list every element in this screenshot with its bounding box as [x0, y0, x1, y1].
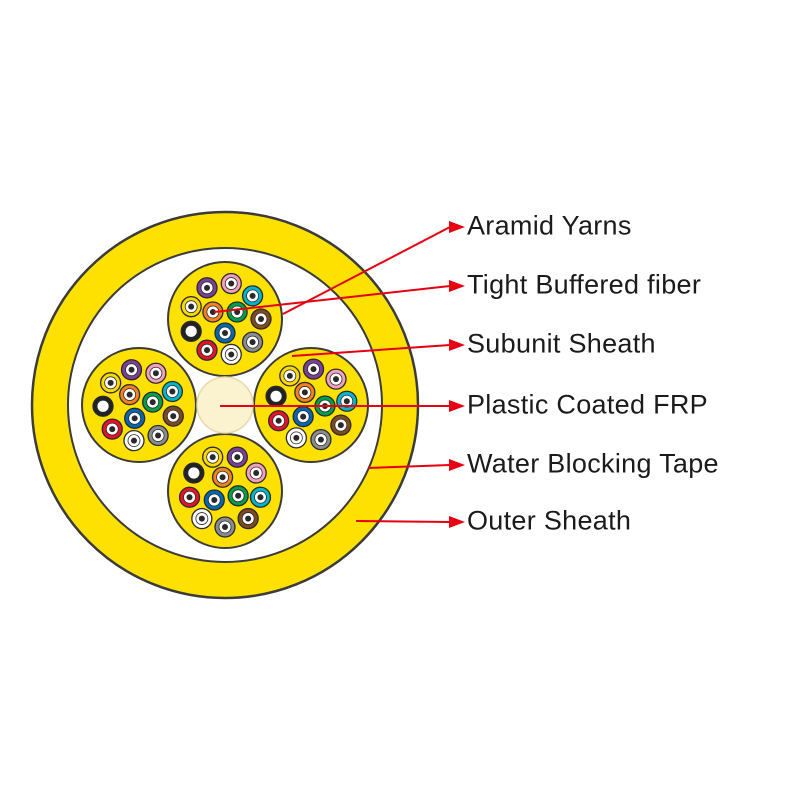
fiber-core — [333, 376, 340, 383]
fiber-core — [128, 366, 135, 373]
fiber-core — [149, 399, 156, 406]
fiber-core — [228, 280, 235, 287]
fiber-core — [152, 370, 159, 377]
fiber-core — [209, 454, 216, 461]
fiber-core — [235, 492, 242, 499]
fiber-core — [275, 417, 282, 424]
fiber-core — [293, 434, 300, 441]
callout-line-tight-buffered-fiber — [213, 285, 451, 313]
fiber-core — [249, 339, 256, 346]
callout-line-outer-sheath — [355, 520, 451, 523]
fiber-core — [130, 437, 137, 444]
fiber-core — [310, 366, 317, 373]
fiber-core — [204, 347, 210, 354]
fiber-core — [109, 426, 116, 433]
fiber-core — [222, 524, 228, 530]
fiber-core — [222, 330, 228, 336]
fiber-core — [258, 316, 264, 322]
fiber-core — [204, 284, 210, 291]
fiber-core — [343, 398, 350, 405]
fiber-core — [257, 494, 264, 501]
fiber-core — [107, 379, 114, 386]
fiber-core — [211, 496, 218, 503]
fiber-core — [155, 432, 162, 439]
fiber-core — [234, 454, 241, 461]
fiber-core — [190, 470, 197, 476]
fiber-core — [337, 422, 344, 429]
fiber-core — [228, 351, 235, 358]
callout-line-water-blocking-tape — [367, 464, 451, 469]
label-outer-sheath: Outer Sheath — [467, 505, 632, 536]
fiber-core — [209, 309, 216, 315]
fiber-core — [170, 413, 177, 420]
callout-arrowhead-tight-buffered-fiber — [449, 280, 465, 292]
label-water-blocking-tape: Water Blocking Tape — [467, 448, 719, 479]
fiber-core — [198, 515, 205, 522]
fiber-core — [300, 413, 307, 420]
fiber-core — [188, 303, 195, 310]
callout-line-subunit-sheath — [291, 344, 451, 357]
fiber-core — [301, 389, 308, 396]
callout-arrowhead-outer-sheath — [449, 516, 465, 528]
label-plastic-coated-frp: Plastic Coated FRP — [467, 389, 708, 420]
fiber-core — [219, 474, 226, 481]
fiber-core — [273, 393, 280, 400]
fiber-core — [245, 515, 252, 522]
callout-arrowhead-aramid-yarns — [449, 221, 465, 233]
label-subunit-sheath: Subunit Sheath — [467, 328, 656, 359]
fiber-core — [100, 403, 107, 410]
callout-arrowhead-subunit-sheath — [449, 339, 465, 351]
label-tight-buffered-fiber: Tight Buffered fiber — [467, 269, 702, 300]
fiber-core — [131, 415, 138, 422]
callout-arrowhead-water-blocking-tape — [449, 459, 465, 471]
fiber-core — [169, 388, 176, 395]
fiber-core — [253, 470, 260, 476]
fiber-core — [186, 494, 193, 501]
label-aramid-yarns: Aramid Yarns — [467, 210, 632, 241]
fiber-core — [249, 292, 256, 299]
fiber-core — [317, 436, 324, 443]
callout-arrowhead-plastic-coated-frp — [449, 400, 465, 412]
fiber-core — [188, 328, 195, 335]
callout-line-aramid-yarns — [282, 226, 451, 315]
fiber-core — [126, 391, 133, 398]
fiber-core — [286, 372, 293, 379]
